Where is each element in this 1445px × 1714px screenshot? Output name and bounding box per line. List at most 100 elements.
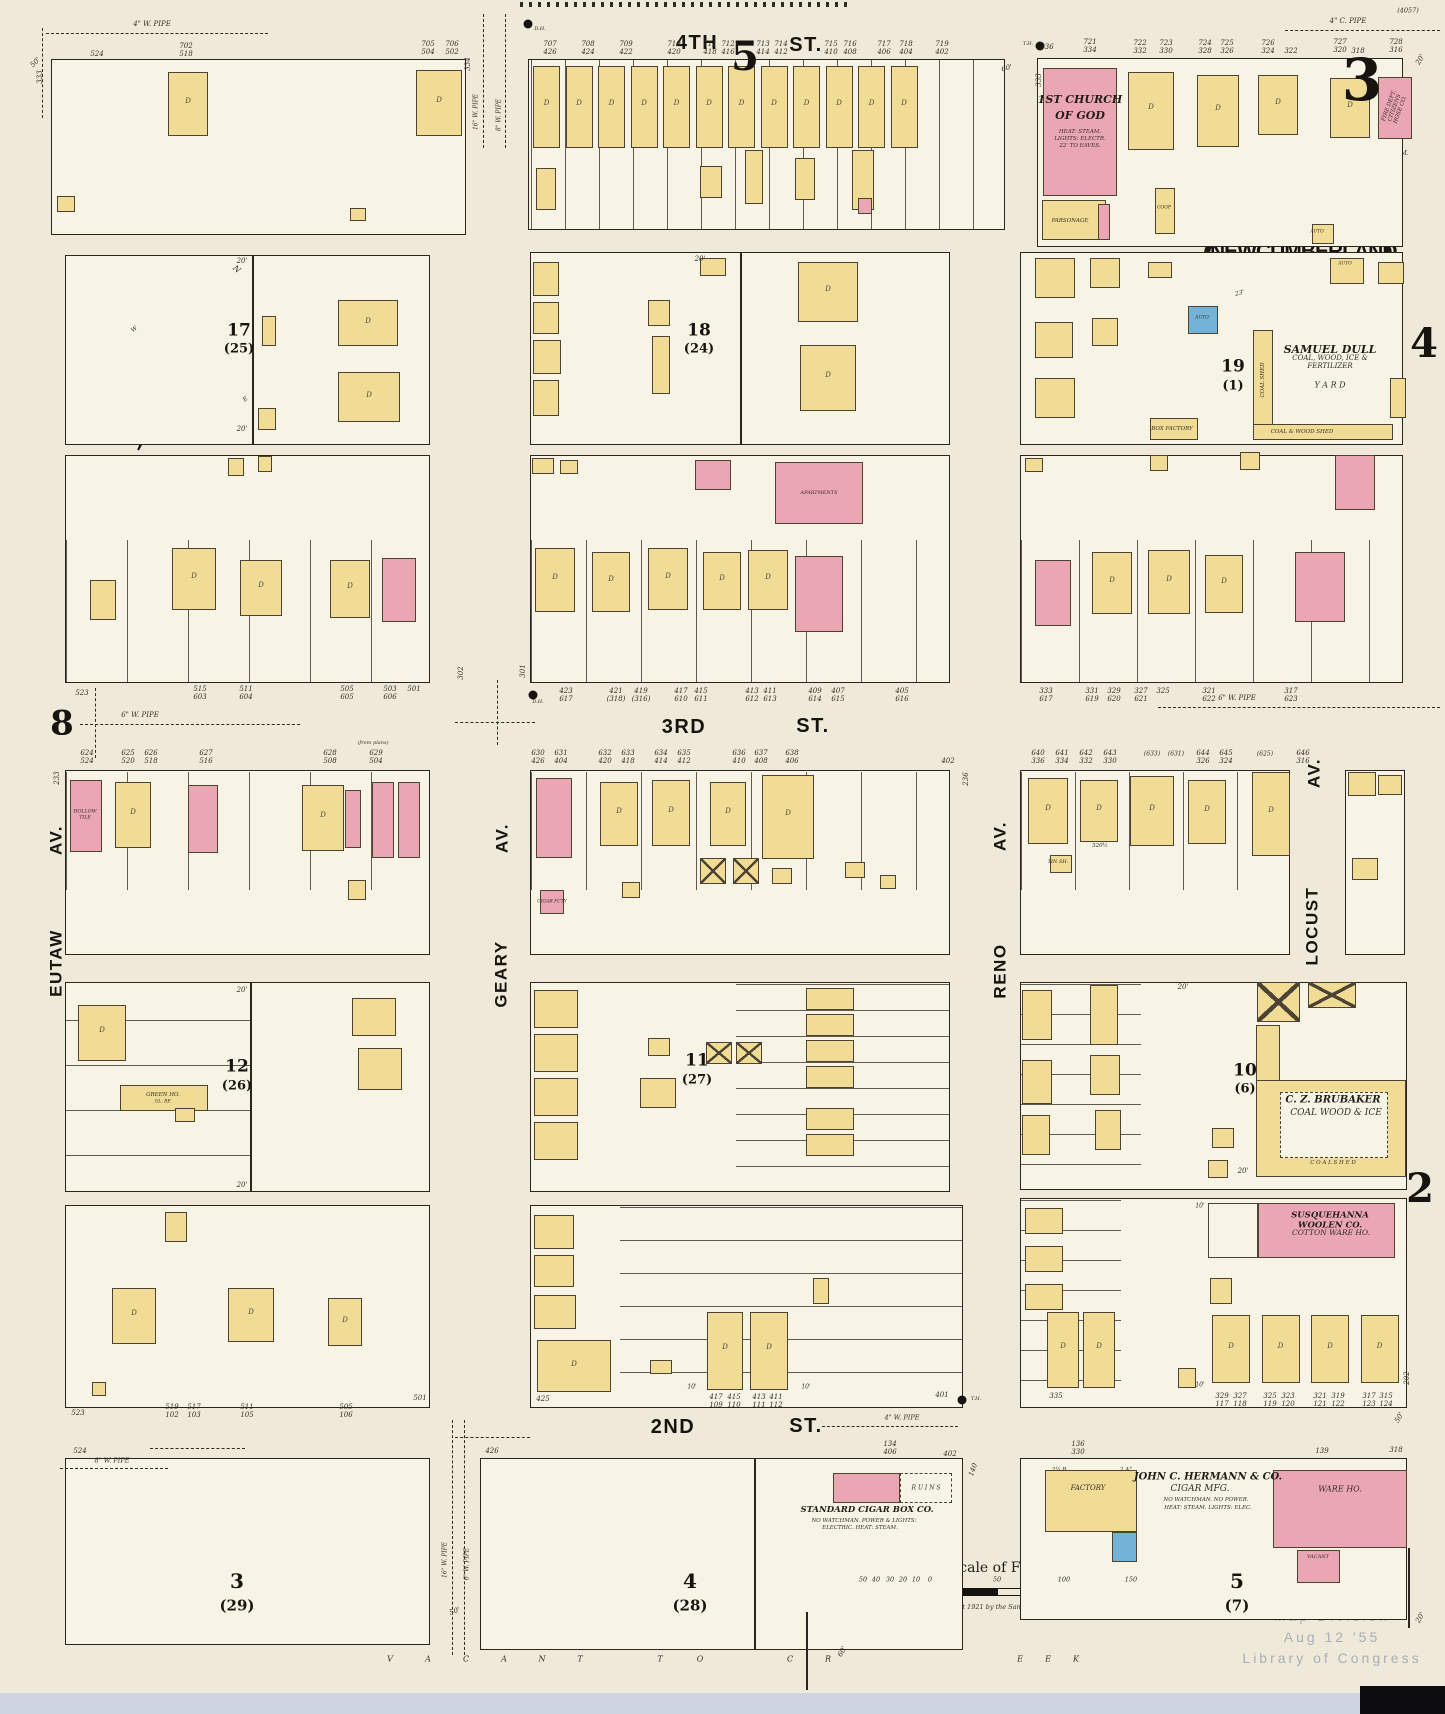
map-label: TILE bbox=[79, 815, 91, 821]
building bbox=[1212, 1128, 1234, 1148]
map-label: 716 408 bbox=[843, 40, 857, 56]
map-label: 718 404 bbox=[899, 40, 913, 56]
dwelling-mark: D bbox=[1221, 577, 1227, 586]
dwelling-mark: D bbox=[131, 1309, 137, 1318]
building: D bbox=[1148, 550, 1190, 614]
map-label: 20' bbox=[236, 257, 248, 266]
map-label: AV. bbox=[492, 822, 512, 854]
stamp-line: Aug 12 '55 bbox=[1283, 1629, 1381, 1645]
map-label: 426 bbox=[485, 1447, 499, 1456]
pipe-label: 4" W. PIPE bbox=[133, 20, 171, 29]
map-label: 317 623 bbox=[1284, 687, 1298, 703]
dwelling-mark: D bbox=[185, 96, 191, 105]
building: D bbox=[535, 548, 575, 612]
building bbox=[1253, 424, 1393, 440]
building: D bbox=[762, 775, 814, 859]
map-label: HEAT: STEAM. LIGHTS: ELEC. bbox=[1164, 1504, 1252, 1511]
map-label: 626 518 bbox=[144, 749, 158, 765]
dwelling-mark: D bbox=[576, 99, 582, 107]
dwelling-mark: D bbox=[1215, 103, 1221, 112]
block-10: 10 bbox=[1233, 1060, 1257, 1081]
building: D bbox=[800, 345, 856, 411]
map-label: 315 124 bbox=[1379, 1392, 1393, 1408]
map-label: (625) bbox=[1256, 750, 1274, 758]
water-pipe-line bbox=[80, 724, 300, 725]
map-label: 719 402 bbox=[935, 40, 949, 56]
map-label: 640 336 bbox=[1031, 749, 1045, 765]
dwelling-mark: D bbox=[738, 99, 745, 107]
water-pipe-line bbox=[497, 680, 498, 745]
building bbox=[1295, 552, 1345, 622]
map-label: COAL SHED bbox=[1259, 362, 1266, 398]
map-label: NO WATCHMAN. POWER & LIGHTS: bbox=[811, 1517, 917, 1524]
building bbox=[1273, 1470, 1407, 1548]
map-label: 524 bbox=[73, 1447, 87, 1456]
map-label: LIGHTS: ELECTR. bbox=[1054, 135, 1106, 142]
map-label: 725 326 bbox=[1220, 39, 1234, 55]
building bbox=[534, 1034, 578, 1072]
map-label: 629 504 bbox=[369, 749, 383, 765]
building bbox=[1148, 262, 1172, 278]
building bbox=[1378, 262, 1404, 284]
water-pipe-line bbox=[1285, 30, 1440, 31]
map-label: 10' bbox=[687, 1383, 697, 1391]
church-label: 1ST CHURCH bbox=[1037, 92, 1123, 106]
map-label: 136 330 bbox=[1071, 1440, 1085, 1456]
map-label: 636 410 bbox=[732, 749, 746, 765]
map-label: (631) bbox=[1167, 750, 1185, 758]
building bbox=[1297, 1550, 1340, 1583]
dwelling-mark: D bbox=[765, 573, 771, 582]
street-3rd: 3RD bbox=[661, 716, 707, 738]
boundary-line bbox=[740, 252, 742, 445]
map-label: (6) bbox=[1234, 1081, 1256, 1097]
building: D bbox=[172, 548, 216, 610]
map-label: (7) bbox=[1224, 1596, 1250, 1615]
building bbox=[736, 1042, 762, 1064]
dwelling-mark: D bbox=[825, 285, 831, 294]
building: D bbox=[703, 552, 741, 610]
building bbox=[1043, 68, 1117, 196]
map-label: 5 bbox=[731, 33, 759, 80]
map-label: Y A R D bbox=[1314, 380, 1346, 390]
dwelling-mark: D bbox=[571, 1359, 577, 1368]
map-label: 50' bbox=[1393, 1410, 1406, 1425]
dwelling-mark: D bbox=[722, 1343, 728, 1352]
building bbox=[900, 1473, 952, 1503]
hydrant-marker bbox=[528, 690, 538, 700]
building: D bbox=[78, 1005, 126, 1061]
map-label: 2½ B. bbox=[1051, 1466, 1069, 1473]
building bbox=[1022, 990, 1052, 1040]
vacant-note: O bbox=[696, 1654, 704, 1664]
map-label: T.H. bbox=[970, 1396, 982, 1403]
map-label: 415 110 bbox=[727, 1393, 741, 1409]
map-label: 423 617 bbox=[559, 687, 573, 703]
dwelling-mark: D bbox=[1277, 1341, 1284, 1350]
building bbox=[733, 858, 759, 884]
scale-tick: 100 bbox=[1057, 1575, 1071, 1584]
building bbox=[175, 1108, 195, 1122]
map-label: CIGAR FCTY bbox=[537, 899, 567, 905]
building bbox=[533, 302, 559, 334]
building bbox=[813, 1278, 829, 1304]
map-label: 140 bbox=[967, 1462, 980, 1478]
map-label: 334 bbox=[464, 57, 473, 71]
stamp-line: Library of Congress bbox=[1242, 1650, 1422, 1666]
map-label: TIN SH. bbox=[1047, 859, 1069, 866]
building: D bbox=[1330, 78, 1370, 138]
map-label: 411 613 bbox=[763, 687, 777, 703]
pipe-label: 4" W. PIPE bbox=[884, 1413, 920, 1422]
building: D bbox=[1258, 75, 1298, 135]
map-label: 322 bbox=[1284, 47, 1298, 56]
map-label: 20' bbox=[236, 1181, 248, 1190]
building bbox=[652, 336, 670, 394]
map-label: 711 418 bbox=[703, 40, 717, 56]
map-label: 415 611 bbox=[694, 687, 708, 703]
building bbox=[772, 868, 792, 884]
building bbox=[1095, 1110, 1121, 1150]
map-label: 511 604 bbox=[239, 685, 253, 701]
building: D bbox=[890, 66, 918, 148]
building: D bbox=[328, 1298, 362, 1346]
building: D bbox=[1028, 778, 1068, 844]
map-label: COAL, WOOD, ICE & FERTILIZER bbox=[1292, 354, 1368, 370]
water-pipe-line bbox=[464, 1420, 465, 1655]
